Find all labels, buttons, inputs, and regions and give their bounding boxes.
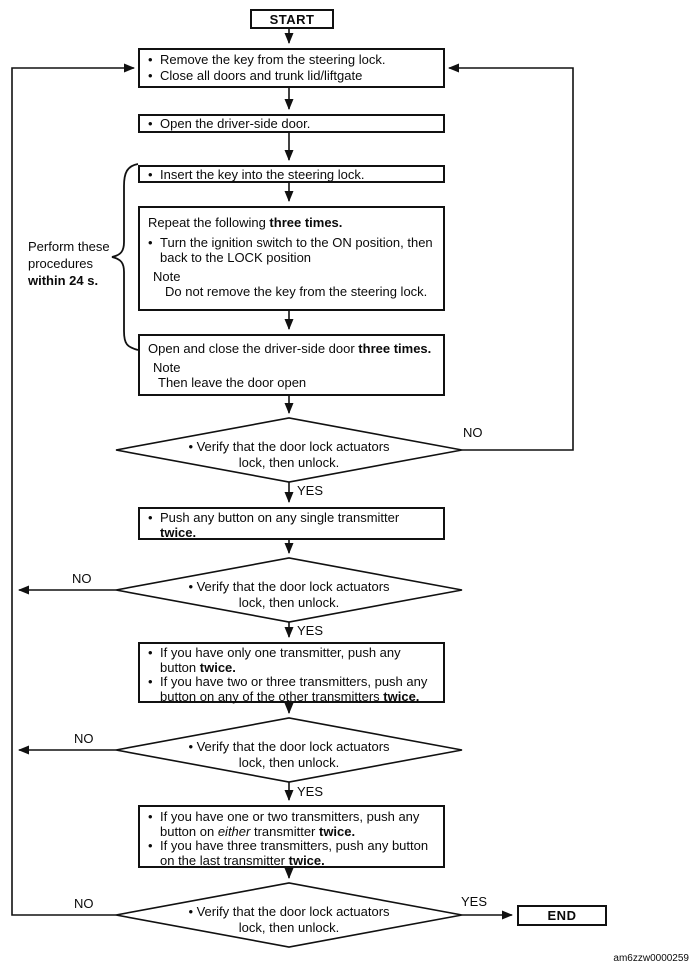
step-text: Repeat the following: [148, 215, 270, 230]
bullet-icon: •: [148, 116, 153, 131]
start-terminal: START: [250, 9, 334, 29]
process-repeat-ignition: Repeat the following three times. • Turn…: [138, 206, 445, 311]
step-text: Close all doors and trunk lid/liftgate: [160, 68, 363, 83]
edge-decision4-no-return: [11, 63, 135, 916]
decision-line: • Verify that the door lock actuators: [188, 579, 390, 594]
decision-line: lock, then unlock.: [238, 594, 340, 610]
step-text: If you have two or three transmitters, p…: [160, 674, 438, 704]
bullet-icon: •: [148, 235, 153, 250]
step-title: Open and close the driver-side door thre…: [148, 341, 438, 356]
note-label: Note: [153, 269, 181, 284]
bullet-icon: •: [148, 838, 153, 853]
bullet-icon: •: [148, 645, 153, 660]
decision3-yes-label: YES: [297, 784, 324, 799]
decision-2-text: • Verify that the door lock actuators lo…: [139, 579, 439, 610]
process-push-single: • Push any button on any single transmit…: [138, 507, 445, 540]
bullet-icon: •: [148, 68, 153, 83]
step-text: If you have two or three transmitters, p…: [160, 674, 428, 704]
step-text-bold: twice.: [383, 688, 420, 704]
bullet-line: • Turn the ignition switch to the ON pos…: [148, 235, 438, 265]
decision-diamond-1: [115, 417, 463, 483]
bullet-line: • If you have three transmitters, push a…: [148, 838, 438, 868]
bullet-icon: •: [148, 167, 153, 182]
step-text: Push any button on any single transmitte…: [160, 510, 400, 525]
process-push-second: • If you have only one transmitter, push…: [138, 642, 445, 703]
step-text: If you have only one transmitter, push a…: [160, 645, 401, 675]
process-push-last: • If you have one or two transmitters, p…: [138, 805, 445, 868]
bullet-icon: •: [148, 809, 153, 824]
edge-decision1-no-return: [448, 63, 574, 451]
timing-note-line-bold: within 24 s.: [28, 273, 99, 288]
decision-line: lock, then unlock.: [238, 919, 340, 935]
step-text-bold: twice.: [318, 823, 356, 839]
step-text-bold: twice.: [160, 525, 197, 540]
decision-line: lock, then unlock.: [238, 454, 340, 470]
brace-24s: [111, 163, 139, 351]
note-label: Note: [153, 360, 181, 375]
process-remove-key: • Remove the key from the steering lock.…: [138, 48, 445, 88]
bullet-line: • Open the driver-side door.: [148, 116, 438, 131]
decision4-yes-label: YES: [461, 894, 488, 909]
step-text: If you have three transmitters, push any…: [160, 838, 438, 868]
step-text: If you have only one transmitter, push a…: [160, 645, 438, 675]
step-text: Open and close the driver-side door: [148, 341, 359, 356]
process-open-close-door: Open and close the driver-side door thre…: [138, 334, 445, 396]
bullet-line: • If you have two or three transmitters,…: [148, 674, 438, 704]
step-text: Turn the ignition switch to the ON posit…: [160, 235, 433, 265]
bullet-icon: •: [148, 52, 153, 67]
step-title: Repeat the following three times.: [148, 215, 438, 230]
decision-diamond-3: [115, 717, 463, 783]
step-text: Open the driver-side door.: [160, 116, 311, 131]
step-text: If you have one or two transmitters, pus…: [160, 809, 420, 839]
step-text: transmitter: [250, 823, 319, 839]
decision-line: • Verify that the door lock actuators: [188, 439, 390, 454]
decision4-no-label: NO: [74, 896, 94, 911]
bullet-line: • Push any button on any single transmit…: [148, 510, 438, 540]
decision-1-text: • Verify that the door lock actuators lo…: [139, 439, 439, 470]
bullet-line: • If you have only one transmitter, push…: [148, 645, 438, 675]
timing-note-line: Perform these: [28, 239, 110, 254]
step-text-bold: three times.: [358, 341, 432, 356]
process-insert-key: • Insert the key into the steering lock.: [138, 165, 445, 183]
decision1-no-label: NO: [463, 425, 483, 440]
timing-note: Perform these procedures within 24 s.: [28, 238, 110, 289]
decision-4-text: • Verify that the door lock actuators lo…: [139, 904, 439, 935]
decision2-no-label: NO: [72, 571, 92, 586]
decision-diamond-2: [115, 557, 463, 623]
process-open-door: • Open the driver-side door.: [138, 114, 445, 133]
step-text: Push any button on any single transmitte…: [160, 510, 438, 540]
end-terminal: END: [517, 905, 607, 926]
decision-3-text: • Verify that the door lock actuators lo…: [139, 739, 439, 770]
bullet-icon: •: [148, 674, 153, 689]
decision-line: • Verify that the door lock actuators: [188, 739, 390, 754]
bullet-icon: •: [148, 510, 153, 525]
note-text: Then leave the door open: [158, 375, 307, 390]
decision1-yes-label: YES: [297, 483, 324, 498]
step-text: Remove the key from the steering lock.: [160, 52, 386, 67]
bullet-line: • Insert the key into the steering lock.: [148, 167, 438, 182]
bullet-line: • Remove the key from the steering lock.: [148, 52, 438, 68]
note-text: Do not remove the key from the steering …: [165, 284, 428, 299]
step-text: If you have one or two transmitters, pus…: [160, 809, 438, 839]
decision-line: lock, then unlock.: [238, 754, 340, 770]
decision3-no-label: NO: [74, 731, 94, 746]
figure-code: am6zzw0000259: [613, 953, 689, 964]
decision-line: • Verify that the door lock actuators: [188, 904, 390, 919]
step-text: If you have three transmitters, push any…: [160, 838, 429, 868]
step-text-bold: twice.: [199, 659, 236, 675]
decision-diamond-4: [115, 882, 463, 948]
step-text-bold: three times.: [269, 215, 343, 230]
step-text-bold: twice.: [288, 852, 325, 868]
step-text: Insert the key into the steering lock.: [160, 167, 365, 182]
bullet-line: • If you have one or two transmitters, p…: [148, 809, 438, 839]
timing-note-line: procedures: [28, 256, 94, 271]
decision2-yes-label: YES: [297, 623, 324, 638]
step-text-italic: either: [217, 823, 251, 839]
bullet-line: • Close all doors and trunk lid/liftgate: [148, 68, 438, 84]
